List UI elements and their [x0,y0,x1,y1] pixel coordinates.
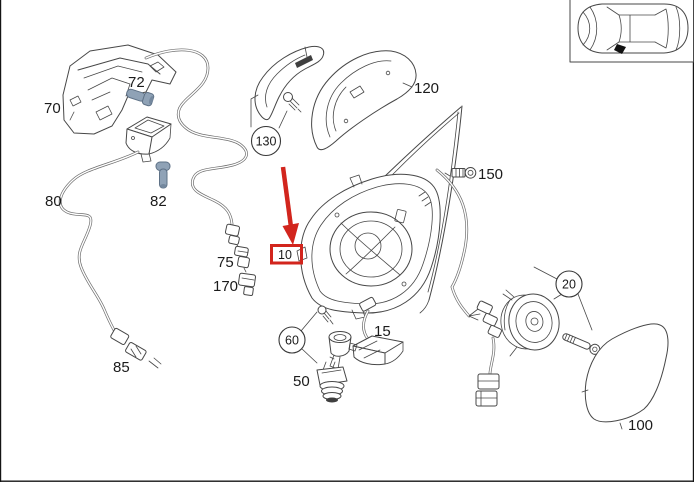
part-170-connector-drawing [238,272,256,296]
part-50-grommet-drawing [316,356,348,403]
part-82-screw-drawing [155,161,171,189]
part-label-70: 70 [44,100,61,117]
part-label-60: 60 [285,334,299,348]
part-15-connector-drawing [352,296,404,366]
part-72-screw-drawing [126,88,155,107]
harness-connectors-drawing [468,300,502,407]
part-70-mounting-bracket-drawing [62,44,177,135]
part-60-clamp-drawing: 60 [278,305,358,370]
part-label-120: 120 [414,80,439,97]
part-75-connector-drawing [234,245,250,273]
part-label-82: 82 [150,193,167,210]
part-20-mirror-motor-drawing: 20 [500,266,601,357]
part-label-75: 75 [217,254,234,271]
part-label-80: 80 [45,193,62,210]
wiring-cable-left-drawing [58,150,140,337]
part-label-150: 150 [478,166,503,183]
highlight-marker: 10 [270,166,303,265]
mirror-harness-cable-drawing [435,168,471,318]
part-120-housing-cover-drawing [311,50,417,151]
part-label-15: 15 [374,323,391,340]
part-label-100: 100 [628,417,653,434]
camera-module-drawing [125,116,172,163]
part-label-10: 10 [278,248,292,262]
part-label-85: 85 [113,359,130,376]
red-arrow-head-icon [282,223,299,245]
part-150-screw-drawing [444,167,477,179]
part-label-50: 50 [293,373,310,390]
mirror-position-marker-icon [614,44,626,54]
part-100-mirror-glass-drawing [581,323,669,430]
red-arrow-shaft [280,166,294,228]
part-label-20: 20 [562,278,576,292]
part-label-170: 170 [213,278,238,295]
red-highlight-box [270,244,303,265]
vehicle-top-view-inset [569,0,694,63]
part-130-turn-signal-lamp-drawing: 130 [250,45,325,157]
part-85-connector-drawing [110,327,162,369]
part-label-72: 72 [128,74,145,91]
part-label-130: 130 [256,135,277,149]
wiring-cable-right-drawing [144,48,248,249]
part-10-mirror-main-housing-drawing [296,173,441,320]
